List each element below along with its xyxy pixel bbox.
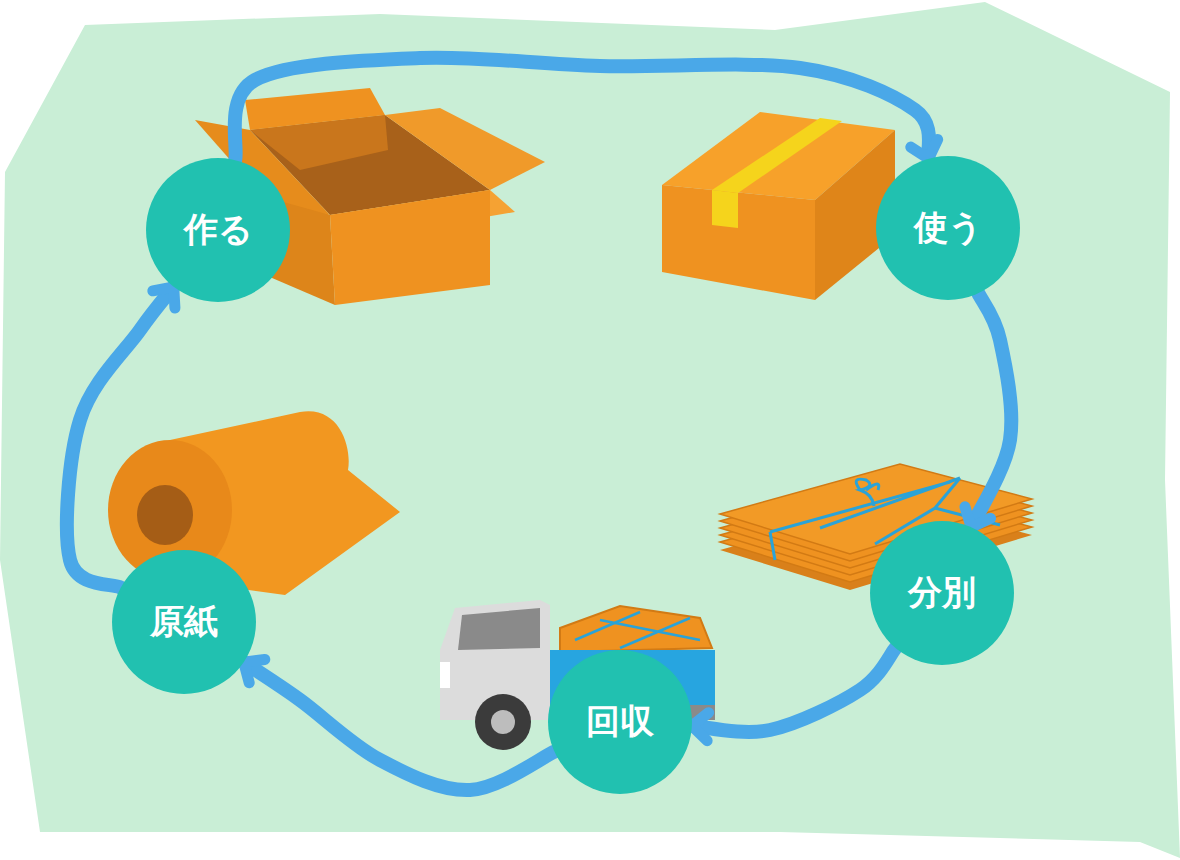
- step-circle: 作る: [146, 158, 290, 302]
- string-knot: [856, 479, 879, 506]
- wheel: [475, 694, 531, 750]
- cycle-arrow: [67, 287, 174, 588]
- cargo-string: [575, 612, 700, 648]
- roll-core: [137, 485, 193, 545]
- box-flap: [385, 108, 545, 190]
- step-label: 使う: [914, 208, 983, 247]
- step-label: 原紙: [150, 602, 218, 641]
- cycle-arrow: [971, 293, 1011, 527]
- step-circle: 使う: [876, 156, 1020, 300]
- box-front: [662, 185, 815, 300]
- tape: [712, 118, 842, 193]
- step-label: 作る: [184, 210, 253, 249]
- wheel-hub: [491, 710, 515, 734]
- closed-box: [662, 112, 895, 300]
- truck-light: [440, 662, 450, 688]
- cargo: [560, 606, 712, 652]
- truck-window: [458, 608, 540, 650]
- cycle-arrow: [235, 58, 929, 160]
- cycle-arrow: [244, 662, 555, 790]
- cycle-arrow: [692, 648, 896, 732]
- box-flap: [245, 88, 385, 130]
- step-circle: 分別: [870, 521, 1014, 665]
- box-front: [330, 190, 490, 305]
- step-label: 分別: [908, 573, 976, 612]
- step-circle: 回収: [548, 650, 692, 794]
- step-label: 回収: [586, 702, 654, 741]
- step-circle: 原紙: [112, 550, 256, 694]
- tape: [712, 190, 738, 228]
